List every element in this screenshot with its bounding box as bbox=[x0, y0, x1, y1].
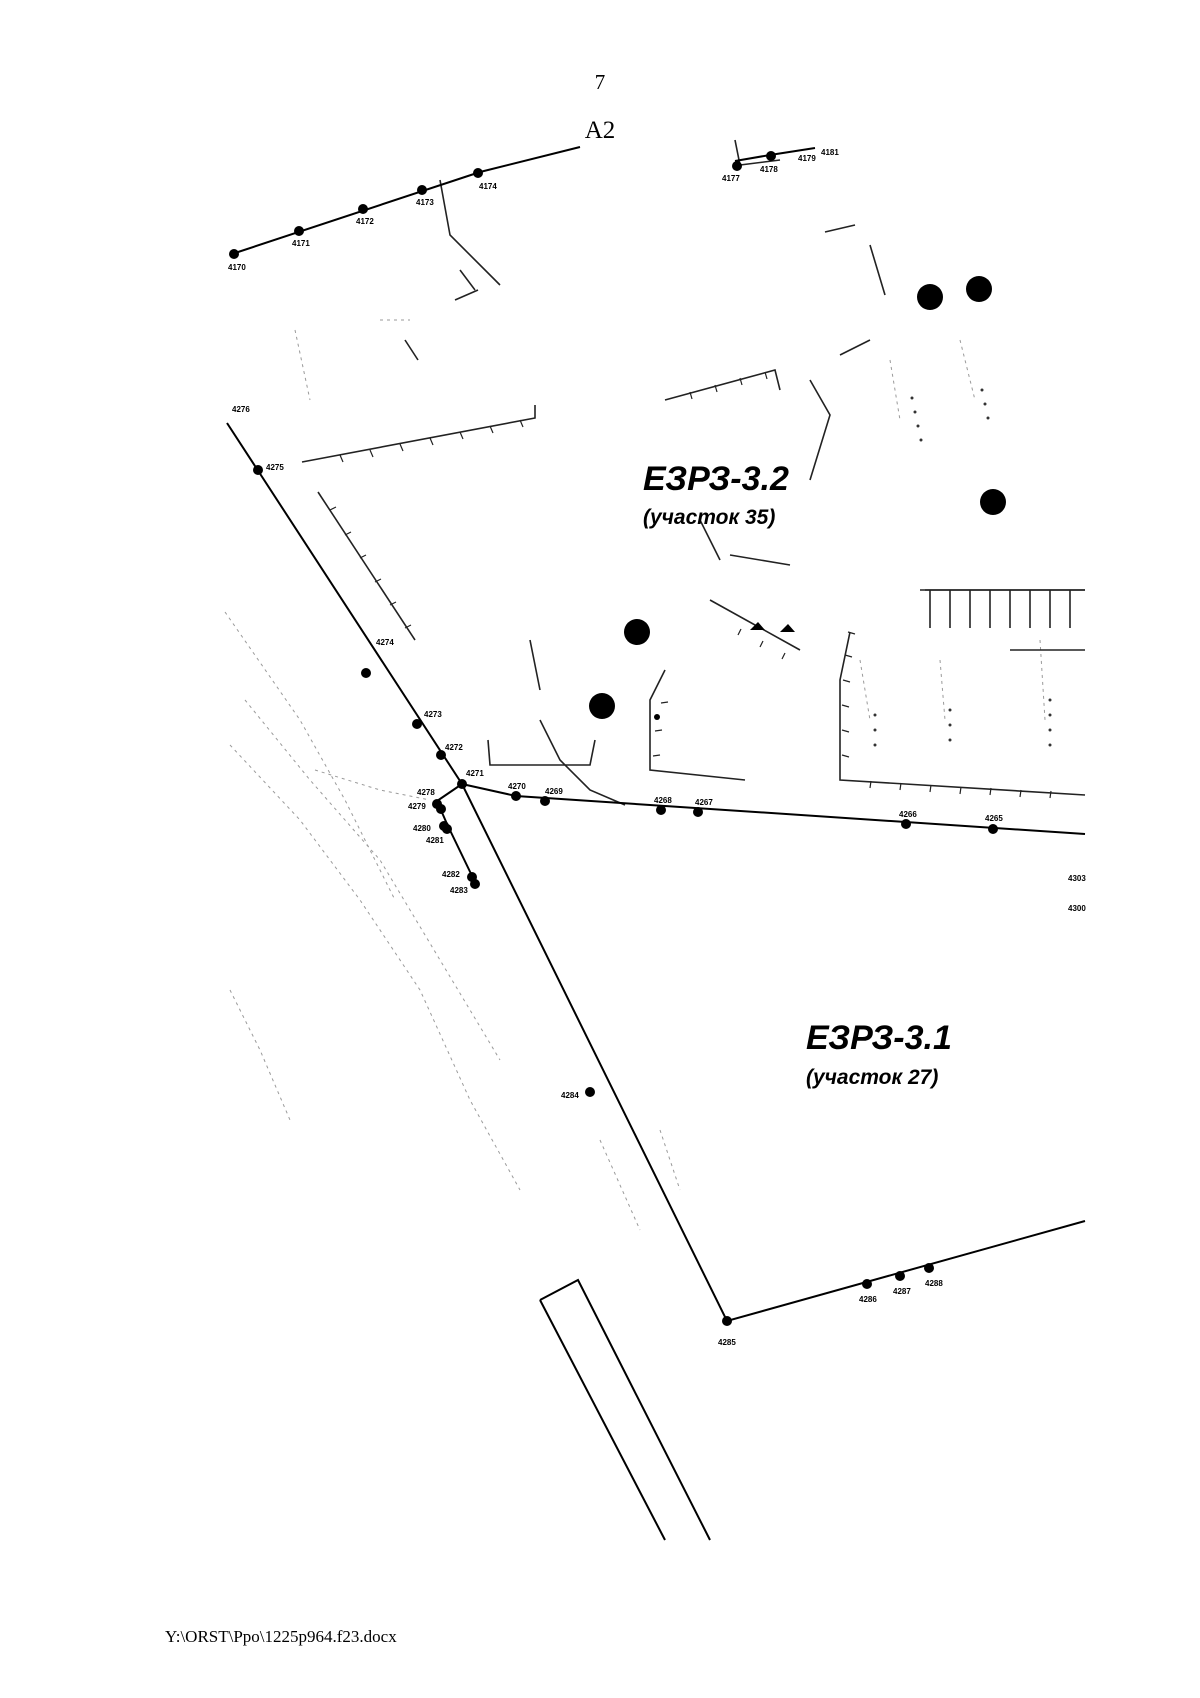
point-label-4170: 4170 bbox=[228, 263, 246, 272]
point-label-4281: 4281 bbox=[426, 836, 444, 845]
boundary-points bbox=[229, 151, 998, 1326]
point-label-4174: 4174 bbox=[479, 182, 497, 191]
tree-markers bbox=[589, 276, 1006, 720]
point-label-4178: 4178 bbox=[760, 165, 778, 174]
zone-name-ezrz-3-1: ЕЗРЗ-3.1 bbox=[806, 1019, 952, 1057]
point-label-4272: 4272 bbox=[445, 743, 463, 752]
point-label-4284: 4284 bbox=[561, 1091, 579, 1100]
point-label-4269: 4269 bbox=[545, 787, 563, 796]
point-label-4278: 4278 bbox=[417, 788, 435, 797]
zone-labels: ЕЗРЗ-3.2 (участок 35) ЕЗРЗ-3.1 (участок … bbox=[643, 460, 952, 1089]
point-label-4268: 4268 bbox=[654, 796, 672, 805]
page-number: 7 bbox=[594, 70, 606, 94]
point-label-4287: 4287 bbox=[893, 1287, 911, 1296]
file-path: Y:\ORST\Ppo\1225p964.f23.docx bbox=[165, 1627, 397, 1646]
point-label-4288: 4288 bbox=[925, 1279, 943, 1288]
zone-name-ezrz-3-2: ЕЗРЗ-3.2 bbox=[643, 460, 789, 498]
background-linework bbox=[224, 319, 1046, 1231]
point-label-4279: 4279 bbox=[408, 802, 426, 811]
dotted-rows bbox=[873, 388, 1052, 747]
point-label-4267: 4267 bbox=[695, 798, 713, 807]
point-label-4181: 4181 bbox=[821, 148, 839, 157]
point-label-4300: 4300 bbox=[1068, 904, 1086, 913]
zone-parcel-ezrz-3-2: (участок 35) bbox=[643, 506, 775, 529]
point-label-4280: 4280 bbox=[413, 824, 431, 833]
zone-parcel-ezrz-3-1: (участок 27) bbox=[806, 1066, 938, 1089]
point-label-4275: 4275 bbox=[266, 463, 284, 472]
point-labels: 4170 4171 4172 4173 4174 4177 4178 4179 … bbox=[228, 148, 1086, 1347]
zone-boundaries bbox=[226, 146, 1086, 1323]
point-label-4177: 4177 bbox=[722, 174, 740, 183]
point-label-4285: 4285 bbox=[718, 1338, 736, 1347]
point-label-4283: 4283 bbox=[450, 886, 468, 895]
point-label-4270: 4270 bbox=[508, 782, 526, 791]
rail-corridor bbox=[539, 1278, 711, 1541]
point-label-4276: 4276 bbox=[232, 405, 250, 414]
point-label-4172: 4172 bbox=[356, 217, 374, 226]
building-outlines bbox=[301, 139, 1086, 806]
point-label-4271: 4271 bbox=[466, 769, 484, 778]
sheet-label: А2 bbox=[584, 117, 616, 144]
parking-stalls bbox=[925, 589, 1085, 628]
point-label-4273: 4273 bbox=[424, 710, 442, 719]
point-label-4282: 4282 bbox=[442, 870, 460, 879]
point-label-4173: 4173 bbox=[416, 198, 434, 207]
hatch-ticks bbox=[329, 371, 1052, 799]
point-label-4266: 4266 bbox=[899, 810, 917, 819]
point-label-4171: 4171 bbox=[292, 239, 310, 248]
point-label-4179: 4179 bbox=[798, 154, 816, 163]
point-label-4274: 4274 bbox=[376, 638, 394, 647]
point-label-4303: 4303 bbox=[1068, 874, 1086, 883]
point-label-4265: 4265 bbox=[985, 814, 1003, 823]
point-label-4286: 4286 bbox=[859, 1295, 877, 1304]
